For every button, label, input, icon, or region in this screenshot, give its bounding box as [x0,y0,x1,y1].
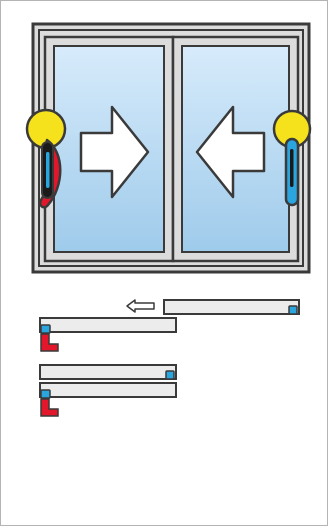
open-left-sash [39,317,177,333]
open-left-sash-marker-red [40,333,59,352]
closed-outer-sash-marker [165,370,175,380]
closed-inner-sash-marker-blue [40,389,51,399]
open-right-sash [163,299,300,315]
plan-view-closed [39,364,177,417]
push-inward-arrows-icon [79,105,266,199]
lock-handle-icon [25,108,67,209]
left-pointing-arrow [195,105,266,199]
closed-inner-sash-marker-red [40,398,59,417]
left-handle-grip-slot [46,152,50,188]
open-right-sash-marker [288,305,298,315]
closed-inner-sash [39,382,177,398]
plan-view-open [39,299,300,352]
closed-outer-sash [39,364,177,380]
open-left-sash-marker-blue [40,324,51,334]
right-pointing-arrow [79,105,150,199]
lock-handle-icon [272,109,312,207]
slide-left-arrow-icon [126,299,155,313]
right-handle-slot [290,149,294,187]
